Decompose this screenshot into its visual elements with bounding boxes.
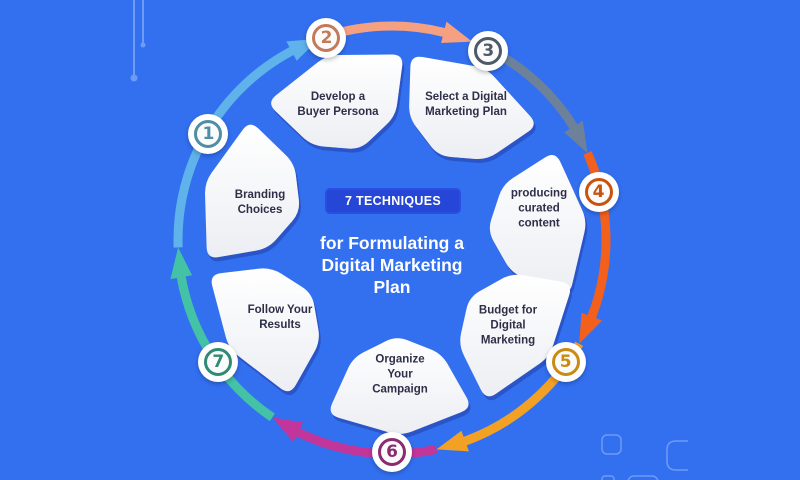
- decor-square-small: [601, 475, 615, 480]
- step-number: 7: [204, 347, 233, 376]
- step-card-1: [205, 124, 300, 258]
- step-card-2: [271, 54, 403, 149]
- step-label-line: Campaign: [372, 383, 428, 396]
- decor-square: [601, 434, 622, 455]
- step-label-line: curated: [518, 202, 560, 215]
- diagram-title: for Formulating a Digital Marketing Plan: [320, 232, 464, 298]
- step-label-line: Select a Digital: [425, 91, 507, 103]
- step-label-line: Develop a: [310, 91, 366, 103]
- decor-dot-short: [140, 42, 146, 48]
- step-label-4: producing curated content: [511, 187, 567, 232]
- background-decoration: [130, 0, 688, 480]
- step-label-line: Organize: [375, 353, 425, 366]
- step-label-line: content: [518, 217, 560, 230]
- decor-bracket: [666, 440, 688, 471]
- step-label-line: Results: [259, 319, 301, 331]
- step-label-line: Branding: [234, 189, 286, 201]
- title-line: for Formulating a: [320, 233, 464, 253]
- step-card-3: [409, 56, 534, 160]
- step-label-line: Your: [387, 368, 413, 381]
- step-number: 1: [194, 120, 223, 148]
- step-card-6: [330, 338, 469, 434]
- step-label-line: Choices: [237, 204, 283, 216]
- step-card-4: [489, 154, 586, 293]
- arrow-segment-6: [272, 417, 438, 459]
- step-number-badge-4: 4: [578, 172, 619, 213]
- decor-dot-long: [130, 74, 138, 82]
- arrow-segment-5: [436, 341, 584, 452]
- step-label-line: Budget for: [478, 304, 538, 317]
- step-number: 2: [312, 24, 341, 53]
- title-line: Plan: [373, 277, 411, 297]
- step-number: 6: [378, 438, 406, 466]
- step-label-line: producing: [510, 187, 568, 200]
- step-number: 3: [474, 37, 503, 66]
- step-number-badge-2: 2: [306, 18, 347, 59]
- arrow-segment-2: [317, 21, 473, 44]
- step-label-line: Marketing Plan: [425, 106, 507, 118]
- card-ring: [205, 54, 586, 434]
- decor-pill: [627, 475, 659, 480]
- step-number: 5: [551, 347, 580, 376]
- step-card-5: [460, 274, 571, 397]
- title-line: Digital Marketing: [321, 255, 463, 275]
- step-label-line: Follow Your: [247, 304, 313, 316]
- step-number-badge-5: 5: [545, 341, 586, 382]
- step-label-line: Digital: [490, 319, 526, 332]
- step-number-badge-3: 3: [468, 31, 509, 72]
- techniques-count-badge: 7 TECHNIQUES: [327, 190, 459, 212]
- arrow-segment-7: [170, 247, 275, 422]
- step-number-badge-7: 7: [198, 341, 239, 382]
- step-label-2: Develop a Buyer Persona: [297, 90, 378, 120]
- step-card-7: [211, 268, 319, 392]
- step-number-badge-6: 6: [372, 432, 412, 472]
- step-number-badge-1: 1: [188, 114, 229, 154]
- step-label-line: Buyer Persona: [297, 106, 379, 118]
- step-label-line: Marketing: [480, 334, 536, 347]
- step-number: 4: [584, 178, 613, 207]
